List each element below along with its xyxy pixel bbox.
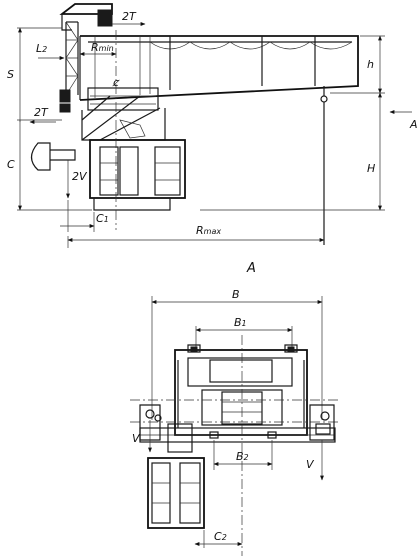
dim-b1: B1 — [195, 316, 293, 350]
svg-text:Rmin: Rmin — [91, 41, 114, 54]
plan-v-arrows: V V — [132, 420, 324, 481]
dim-b2: B2 — [213, 440, 273, 470]
dim-c2-label: C — [214, 530, 222, 543]
dim-c1: C1 — [60, 200, 109, 232]
mast — [65, 21, 79, 96]
centerline-mark: ȼ — [112, 76, 120, 89]
rotation-centerline: ȼ — [112, 30, 120, 230]
plan-cab — [147, 457, 205, 529]
dim-b1-label: B — [234, 316, 242, 329]
dim-h-big: H — [367, 162, 375, 175]
dim-c2-sub: 2 — [222, 533, 227, 542]
cab-box — [89, 139, 186, 211]
dim-c1-label: C — [96, 212, 104, 225]
dim-r-min-label: R — [91, 41, 99, 54]
dim-r-min: Rmin — [79, 41, 117, 56]
view-arrow-a: A — [409, 118, 418, 131]
dim-2v-label: 2V — [72, 170, 88, 183]
svg-text:C1: C1 — [96, 212, 109, 225]
dim-c2: C2 — [194, 530, 243, 548]
top-trolley — [59, 3, 113, 31]
plan-view: B B1 — [130, 288, 340, 556]
svg-text:L2: L2 — [36, 42, 47, 55]
counterweight — [30, 142, 76, 171]
dim-2t-mid: 2T — [29, 106, 56, 124]
dim-l2-sub: 2 — [42, 45, 47, 54]
dim-l2: L2 — [36, 42, 65, 60]
dim-v-right: V — [306, 458, 315, 471]
svg-text:C2: C2 — [214, 530, 227, 543]
dim-s: S — [7, 68, 14, 81]
svg-text:B2: B2 — [236, 450, 249, 463]
right-bogie — [309, 404, 335, 441]
right-dim-lines: h H A — [200, 35, 418, 211]
dim-2t-top-label: 2T — [122, 10, 137, 23]
dim-c1-sub: 1 — [104, 215, 109, 224]
dim-b2-label: B — [236, 450, 244, 463]
dim-v-left: V — [132, 432, 141, 445]
dim-l2-label: L — [36, 42, 42, 55]
plan-rail — [139, 427, 336, 443]
dim-r-min-sub: min — [99, 44, 114, 53]
left-dim-lines: S C — [7, 27, 92, 211]
dim-b1-sub: 1 — [242, 319, 247, 328]
view-a-label: A — [246, 261, 256, 276]
side-view: ȼ S C 2T Rmin L2 — [7, 3, 418, 248]
dim-2t-mid-label: 2T — [34, 106, 49, 119]
dim-r-max-sub: max — [204, 227, 222, 236]
dim-2v: 2V — [66, 160, 88, 199]
left-bogie — [139, 404, 193, 453]
dim-r-max-label: R — [196, 224, 204, 237]
hook-icon — [320, 86, 328, 245]
dim-h-small: h — [367, 58, 374, 71]
hoist-machinery — [59, 87, 166, 141]
svg-text:B1: B1 — [234, 316, 247, 329]
dim-c: C — [7, 158, 15, 171]
dim-2t-top: 2T — [112, 10, 146, 26]
jib-truss — [79, 35, 359, 101]
dim-b: B — [151, 288, 323, 420]
plan-platform — [174, 344, 308, 436]
plan-centerlines — [130, 335, 340, 556]
svg-text:Rmax: Rmax — [196, 224, 221, 237]
dim-b-label: B — [232, 288, 240, 301]
dim-b2-sub: 2 — [244, 453, 249, 462]
dim-r-max: Rmax — [67, 224, 325, 248]
